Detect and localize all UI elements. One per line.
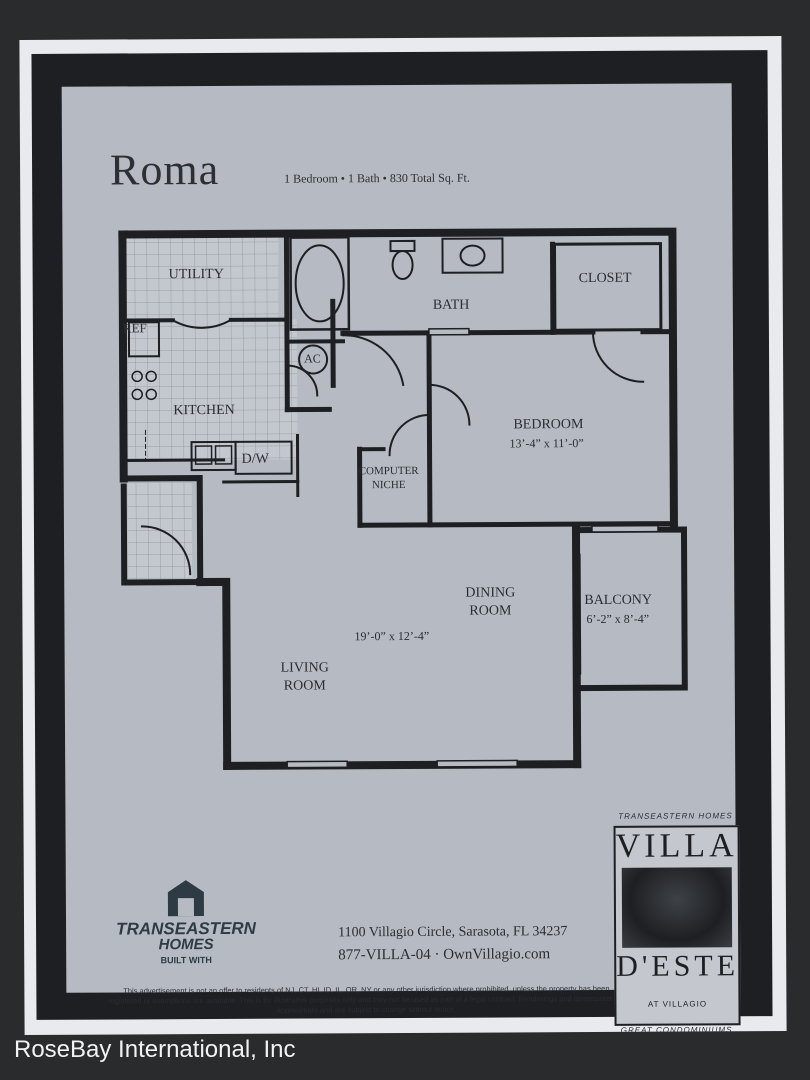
room-dining: DINING ROOM [465, 585, 516, 619]
fountain-image-icon [621, 867, 733, 948]
outer-wall-top [118, 227, 678, 528]
room-utility: UTILITY [168, 266, 224, 283]
brand-at-villagio: AT VILLAGIO [647, 999, 708, 1009]
room-ref: REF [122, 320, 147, 336]
room-kitchen: KITCHEN [173, 402, 235, 419]
brand-deste: D'ESTE [616, 949, 740, 983]
house-logo-icon [167, 880, 204, 917]
brand-tagline: GREAT CONDOMINIUMS [620, 1025, 733, 1035]
room-dw: D/W [241, 451, 269, 467]
closet-outline [552, 242, 663, 332]
villa-deste-brand: TRANSEASTERN HOMES VILLA D'ESTE AT VILLA… [605, 811, 746, 1048]
room-ac: AC [304, 351, 321, 366]
room-living: LIVING ROOM [280, 660, 329, 694]
address: 1100 Villagio Circle, Sarasota, FL 34237 [338, 924, 568, 941]
transeastern-logo: TRANSEASTERN HOMES BUILT WITH [116, 876, 257, 987]
bedroom-dimensions: 13’-4” x 11’-0” [509, 436, 584, 451]
entry-tile [127, 482, 193, 581]
watermark: RoseBay International, Inc [14, 1036, 296, 1063]
outer-wall-bottom [223, 760, 582, 770]
brand-box: VILLA D'ESTE AT VILLAGIO [613, 825, 741, 1026]
builder-built-with: BUILT WITH [160, 955, 212, 966]
utility-tile [126, 237, 279, 321]
room-computer-niche: COMPUTER NICHE [358, 464, 419, 491]
black-frame: Roma 1 Bedroom • 1 Bath • 830 Total Sq. … [31, 50, 773, 1035]
outer-wall-living-left [196, 577, 232, 770]
builder-name-line1: TRANSEASTERN [116, 918, 256, 939]
builder-name-line2: HOMES [158, 935, 214, 954]
brand-villa: VILLA [615, 827, 738, 865]
kitchen-tile [126, 319, 298, 461]
room-bedroom: BEDROOM [513, 417, 584, 433]
bathtub [289, 236, 351, 331]
balcony-dimensions: 6’-2” x 8’-4” [586, 611, 650, 627]
ac-unit [298, 344, 329, 375]
brand-top-line: TRANSEASTERN HOMES [618, 811, 733, 821]
floorplan-drawing [118, 227, 688, 770]
room-balcony: BALCONY [584, 592, 653, 609]
paper-sheet: Roma 1 Bedroom • 1 Bath • 830 Total Sq. … [19, 36, 787, 1035]
room-closet: CLOSET [578, 270, 632, 287]
phone-website: 877-VILLA-04 · OwnVillagio.com [338, 946, 551, 964]
room-bath: BATH [432, 297, 470, 313]
outer-wall-left [118, 230, 128, 483]
floorplan-page: Roma 1 Bedroom • 1 Bath • 830 Total Sq. … [61, 83, 741, 1035]
living-dining-dimensions: 19’-0” x 12’-4” [354, 628, 430, 644]
legal-disclaimer: This advertisement is not an offer to re… [108, 983, 625, 1015]
